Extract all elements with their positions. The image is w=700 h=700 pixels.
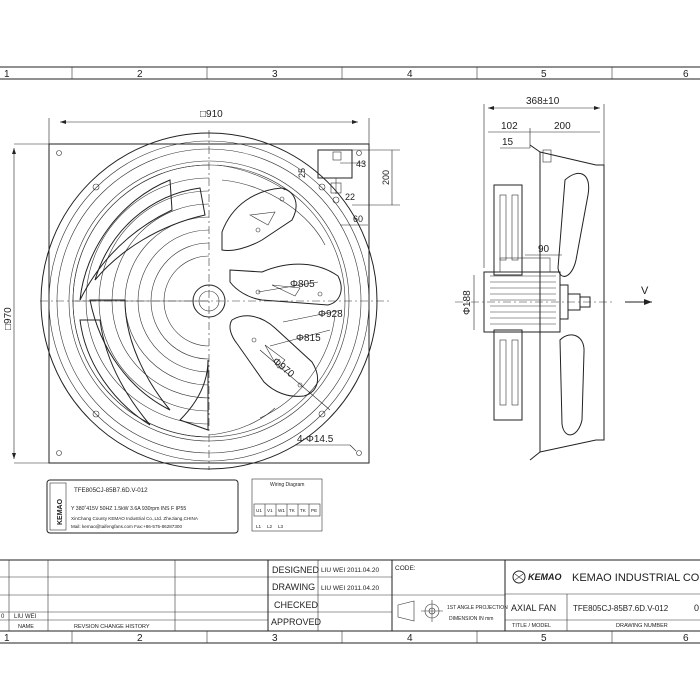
dim-frame-width: □910: [48, 109, 370, 144]
checked-label: CHECKED: [274, 600, 319, 610]
dia-805-label: Φ805: [290, 279, 315, 290]
guard-grill: [72, 164, 210, 438]
terminal-6: PE: [311, 508, 317, 513]
dim-bracket-height: 200: [381, 170, 391, 185]
drawing-value: LIU WEI 2011.04.20: [321, 585, 379, 592]
line-3: L3: [278, 524, 284, 529]
nameplate: KEMAO TFE805CJ-85B7.6D.V-012 Y 380˚415V …: [46, 478, 323, 534]
mounting-arms: [493, 184, 523, 421]
ring-plate: [529, 144, 605, 461]
drawing-number: TFE805CJ-85B7.6D.V-012: [573, 604, 669, 613]
dim-frame-width-label: □910: [200, 109, 223, 120]
diameter-callouts: Φ805 Φ928 Φ815 Φ970 4-Φ14.5: [257, 279, 357, 452]
terminal-2: V1: [267, 508, 273, 513]
side-view: 368±10 102 200 15 90 Φ188: [455, 96, 652, 461]
designed-label: DESIGNED: [272, 565, 320, 575]
terminal-3: W1: [278, 508, 285, 513]
terminal-5: TK: [300, 508, 307, 513]
dim-bracket: 200 43 25 22 60: [297, 149, 400, 226]
nameplate-logo: KEMAO: [57, 498, 64, 525]
terminal-box: [317, 149, 353, 204]
projection-symbol: [397, 600, 443, 622]
terminal-4: TK: [289, 508, 296, 513]
code-label: CODE:: [395, 565, 416, 572]
nameplate-model: TFE805CJ-85B7.6D.V-012: [74, 487, 148, 494]
line-2: L2: [267, 524, 273, 529]
dia-928-label: Φ928: [318, 309, 343, 320]
line-1: L1: [256, 524, 262, 529]
revision-name: LIU WEI: [14, 614, 37, 620]
grid-bottom-2: 2: [137, 633, 143, 644]
dim-15-label: 15: [502, 137, 514, 148]
grid-top-6: 6: [683, 69, 689, 80]
grid-bottom-4: 4: [407, 633, 413, 644]
grid-top-5: 5: [541, 69, 547, 80]
dimension-unit: DIMENSION IN mm: [449, 616, 493, 622]
dia-970-label: Φ970: [270, 356, 296, 381]
dim-frame-height: □970: [3, 143, 49, 464]
grid-labels-top: 1 2 3 4 5 6: [4, 69, 689, 80]
grid-labels-bottom: 1 2 3 4 5 6: [4, 633, 689, 644]
fan-blades: [208, 164, 342, 436]
dim-102-label: 102: [501, 121, 518, 132]
grid-top-3: 3: [272, 69, 278, 80]
outer-ring: [40, 132, 378, 470]
wiring-terminals: U1 V1 W1 TK TK PE L1 L2 L3: [253, 503, 321, 529]
dim-90-label: 90: [538, 244, 550, 255]
nameplate-contact: Mail: kemao@taifengfans.com Fax:+86-575-…: [71, 524, 182, 529]
drawing-number-label: DRAWING NUMBER: [616, 623, 668, 629]
product-name: AXIAL FAN: [511, 603, 556, 613]
dim-60: 60: [353, 214, 363, 224]
grid-top-1: 1: [4, 69, 10, 80]
wiring-diagram-title: Wiring Diagram: [270, 482, 304, 488]
side-blades: [557, 172, 590, 436]
company-logo-text: KEMAO: [528, 572, 562, 582]
drawing-label: DRAWING: [272, 582, 315, 592]
company-logo-icon: [512, 570, 526, 584]
company-name: KEMAO INDUSTRIAL CO: [572, 572, 700, 584]
holes-label: 4-Φ14.5: [297, 434, 334, 445]
grid-bottom-1: 1: [4, 633, 10, 644]
approved-label: APPROVED: [271, 617, 322, 627]
dim-22: 22: [345, 192, 355, 202]
revision-header-history: REVSION CHANGE HISTORY: [74, 624, 150, 630]
airflow-arrow: V: [625, 285, 652, 305]
nameplate-specs: Y 380˚415V 50HZ 1.5kW 3.6A 930rpm INS F …: [71, 505, 186, 512]
title-block: DESIGNED LIU WEI 2011.04.20 DRAWING LIU …: [0, 559, 700, 631]
dim-overall-label: 368±10: [526, 96, 560, 107]
grid-bottom-5: 5: [541, 633, 547, 644]
motor-body: [483, 257, 591, 333]
front-view: □910 □970 200 43 25 22 60 Φ805: [3, 109, 400, 470]
revision-index: 0: [1, 614, 5, 620]
airflow-label: V: [641, 285, 649, 297]
motor-dia-label: Φ188: [462, 290, 473, 315]
projection-label: 1ST ANGLE PROJECTION: [447, 605, 508, 611]
nameplate-company: XinChang County KEMAO Industrial Co.,Ltd…: [71, 516, 199, 521]
terminal-1: U1: [256, 508, 262, 513]
dim-200-label: 200: [554, 121, 571, 132]
grid-bottom-3: 3: [272, 633, 278, 644]
dim-25: 25: [297, 168, 307, 178]
grid-top-2: 2: [137, 69, 143, 80]
grid-top-4: 4: [407, 69, 413, 80]
grid-bottom-6: 6: [683, 633, 689, 644]
dia-815-label: Φ815: [296, 333, 321, 344]
dim-frame-height-label: □970: [3, 307, 14, 330]
dim-43: 43: [356, 159, 366, 169]
title-model-label: TITLE / MODEL: [512, 623, 551, 629]
designed-value: LIU WEI 2011.04.20: [321, 567, 379, 574]
revision-header-name: NAME: [18, 624, 34, 630]
dim-overall: 368±10 102 200 15 90 Φ188: [462, 96, 605, 330]
sheet-frame: [0, 66, 700, 644]
edge-char: 0: [694, 603, 699, 613]
